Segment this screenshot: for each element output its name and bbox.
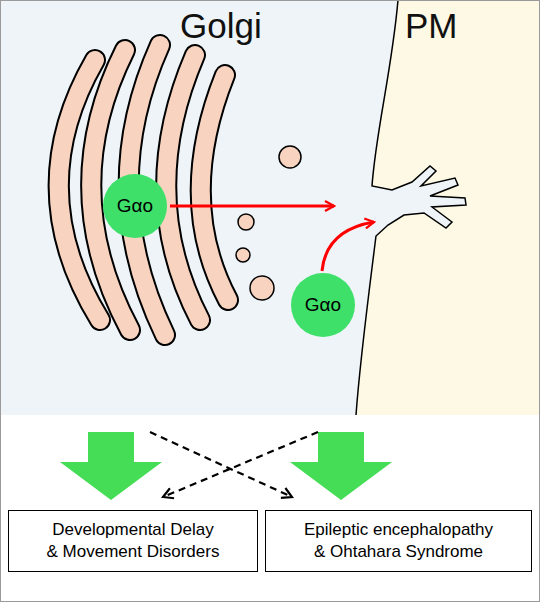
golgi-stack (59, 45, 228, 335)
golgi-bud (236, 248, 250, 262)
protein-name: Gαo (102, 194, 168, 219)
plasma-membrane (356, 0, 466, 415)
vesicle (250, 276, 274, 300)
golgi-bud (238, 214, 254, 230)
phenotype-box: Developmental Delay & Movement Disorders (8, 510, 258, 572)
dashed-arrow (150, 432, 292, 497)
protein-circle: Gαo (102, 173, 168, 239)
block-arrow (60, 432, 162, 500)
vesicle (279, 146, 301, 168)
protein-circle: Gαo (290, 272, 356, 338)
plasma-membrane-region (356, 0, 540, 415)
cisterna (201, 75, 228, 300)
lower-background (0, 415, 540, 602)
region-label: Golgi (180, 6, 262, 46)
region-label: PM (405, 6, 458, 46)
cytoplasm-background (0, 0, 540, 415)
circle-fill (291, 273, 355, 337)
phenotype-text: Developmental Delay & Movement Disorders (45, 519, 221, 563)
dashed-arrow (163, 432, 318, 497)
trafficking-arrow (170, 205, 334, 208)
cisterna-outline (201, 75, 228, 300)
phenotype-box: Epileptic encephalopathy & Ohtahara Synd… (265, 510, 532, 572)
phenotype-text: Epileptic encephalopathy & Ohtahara Synd… (298, 519, 500, 563)
block-arrow (290, 432, 392, 500)
membrane-targeting-arrow (322, 222, 374, 271)
circle-fill (103, 174, 167, 238)
protein-name: Gαo (290, 293, 356, 318)
